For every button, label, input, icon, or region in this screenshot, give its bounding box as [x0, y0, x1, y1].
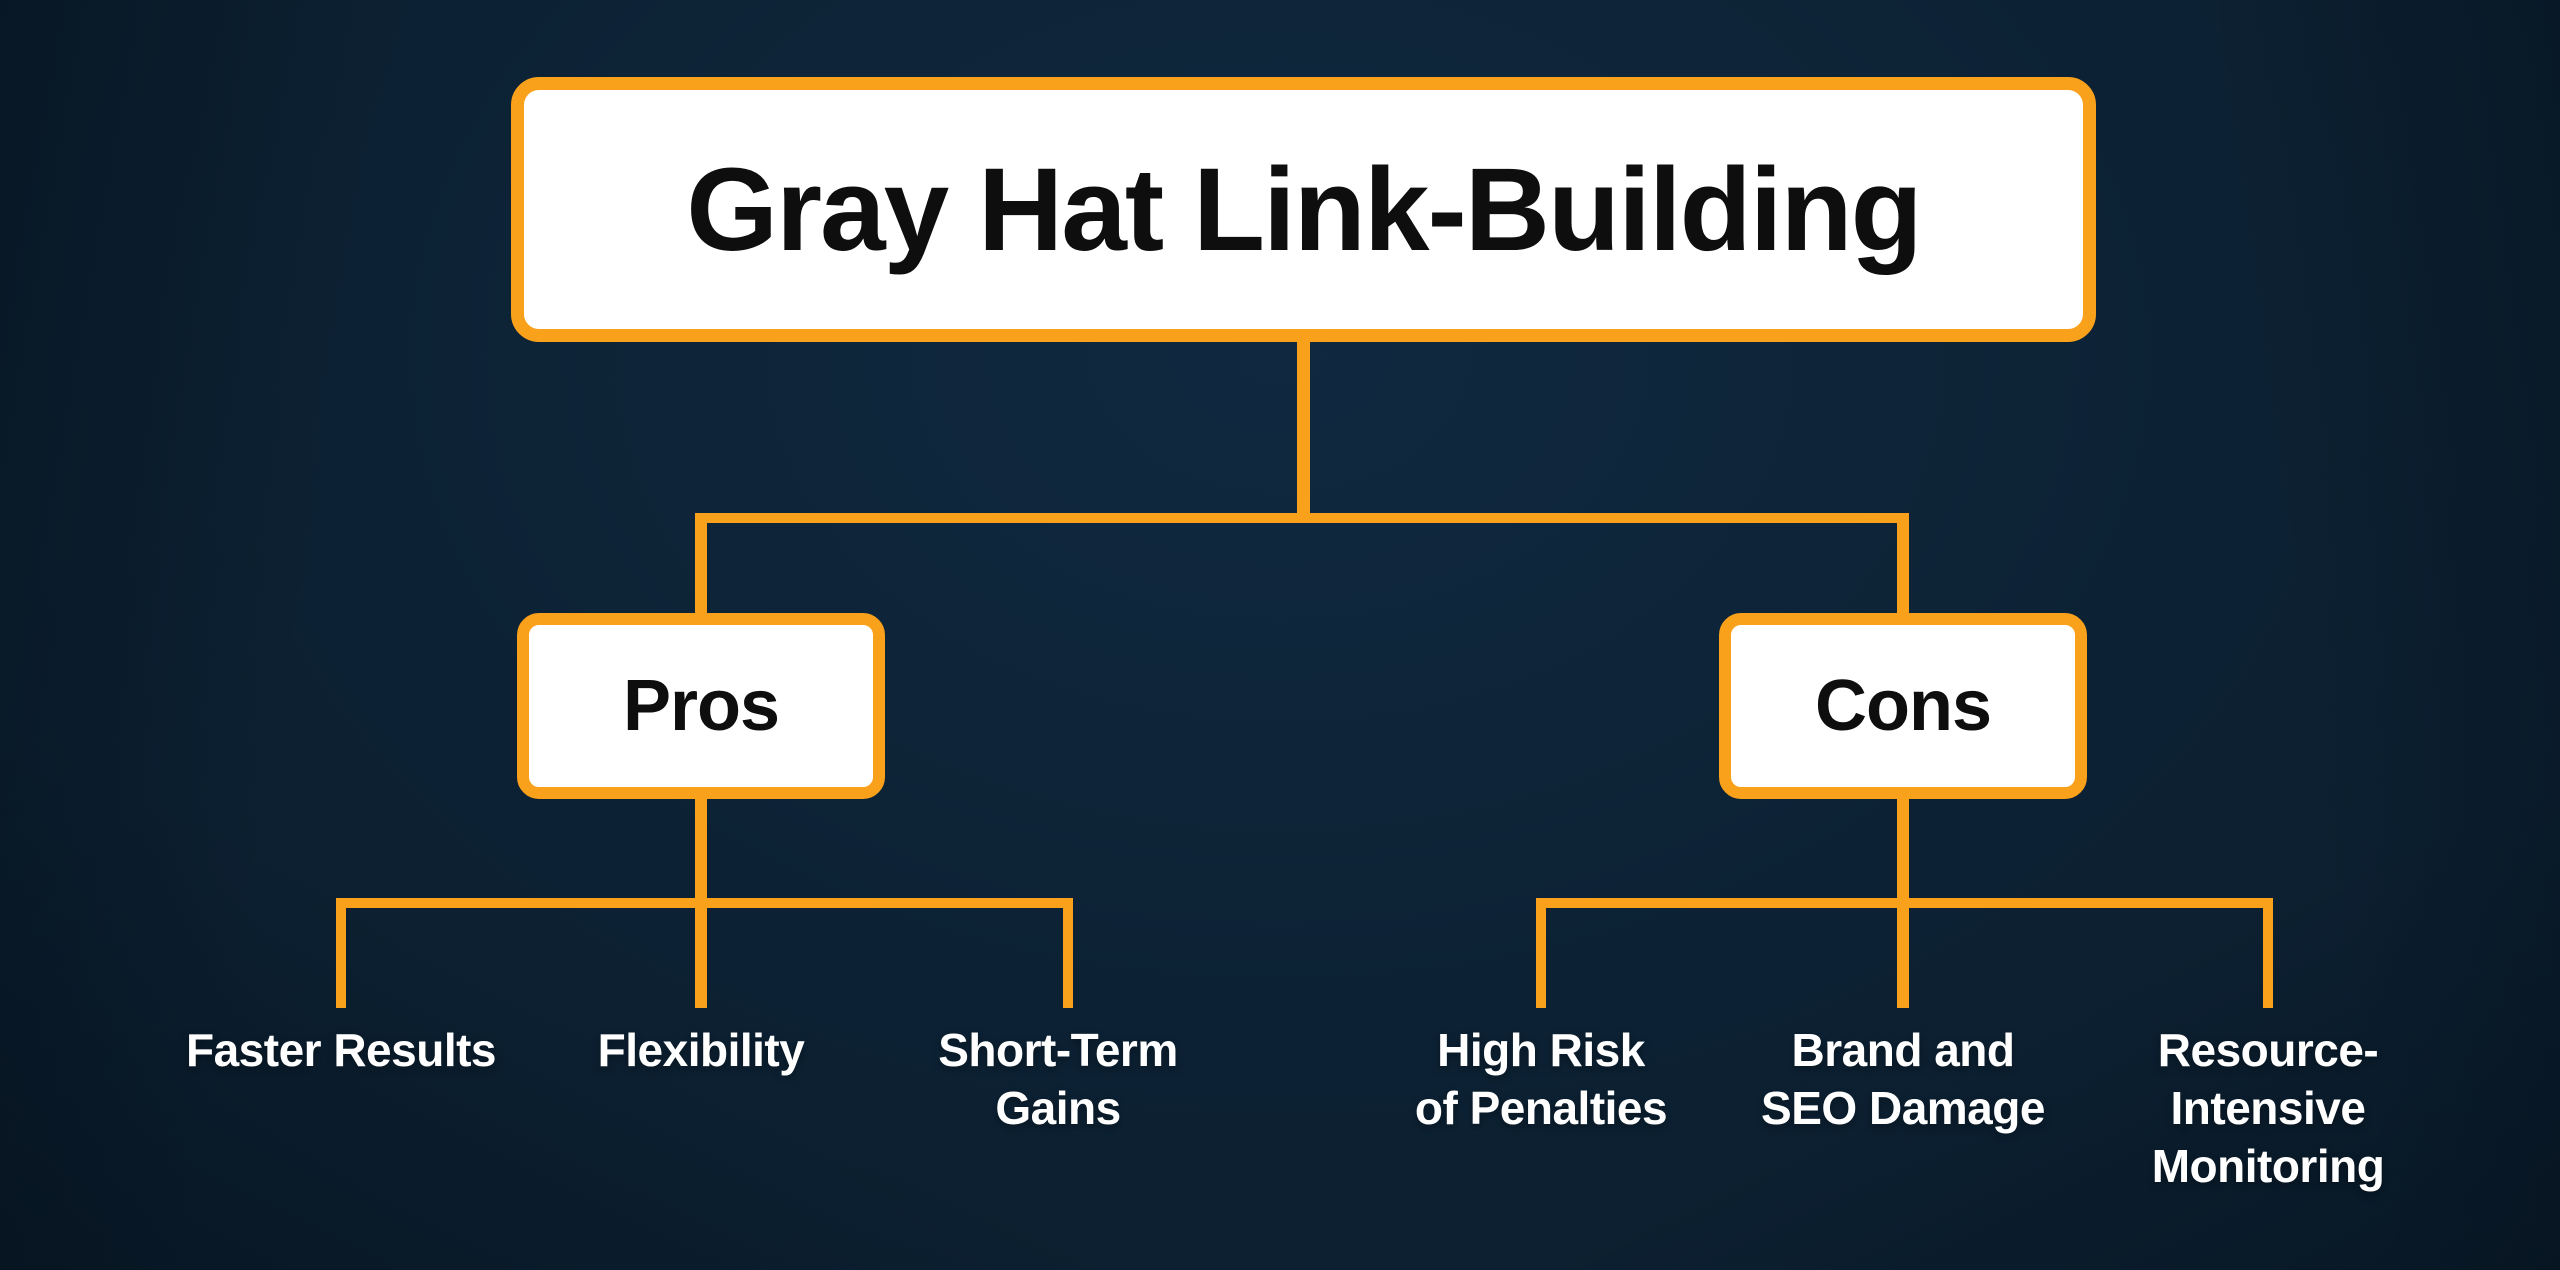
connector-pros-drop: [695, 513, 707, 615]
leaf-label-resource-intensive-monitoring: Resource- Intensive Monitoring: [2151, 1024, 2385, 1192]
root-node: Gray Hat Link-Building: [511, 77, 2096, 342]
leaf-label-high-risk-of-penalties: High Risk of Penalties: [1414, 1024, 1668, 1134]
connector-cons-drop: [1897, 513, 1909, 615]
branch-node-cons-label: Cons: [1815, 666, 1992, 746]
connector-cons-tick-right: [2263, 898, 2273, 1008]
connector-top-bar: [695, 513, 1909, 523]
connector-pros-tick-left: [336, 898, 346, 1008]
connector-cons-tick-left: [1536, 898, 1546, 1008]
root-node-label: Gray Hat Link-Building: [686, 143, 1922, 276]
connector-pros-bar: [336, 898, 1073, 908]
branch-node-pros: Pros: [517, 613, 885, 799]
branch-node-pros-label: Pros: [622, 666, 780, 746]
connector-root-stem: [1297, 340, 1310, 520]
leaf-label-brand-and-seo-damage: Brand and SEO Damage: [1761, 1024, 2045, 1134]
leaf-label-short-term-gains: Short-Term Gains: [938, 1024, 1178, 1134]
leaf-label-faster-results: Faster Results: [185, 1024, 497, 1076]
branch-node-cons: Cons: [1719, 613, 2087, 799]
leaf-label-flexibility: Flexibility: [597, 1024, 805, 1076]
connector-pros-tick-right: [1063, 898, 1073, 1008]
connector-cons-bar: [1536, 898, 2273, 908]
